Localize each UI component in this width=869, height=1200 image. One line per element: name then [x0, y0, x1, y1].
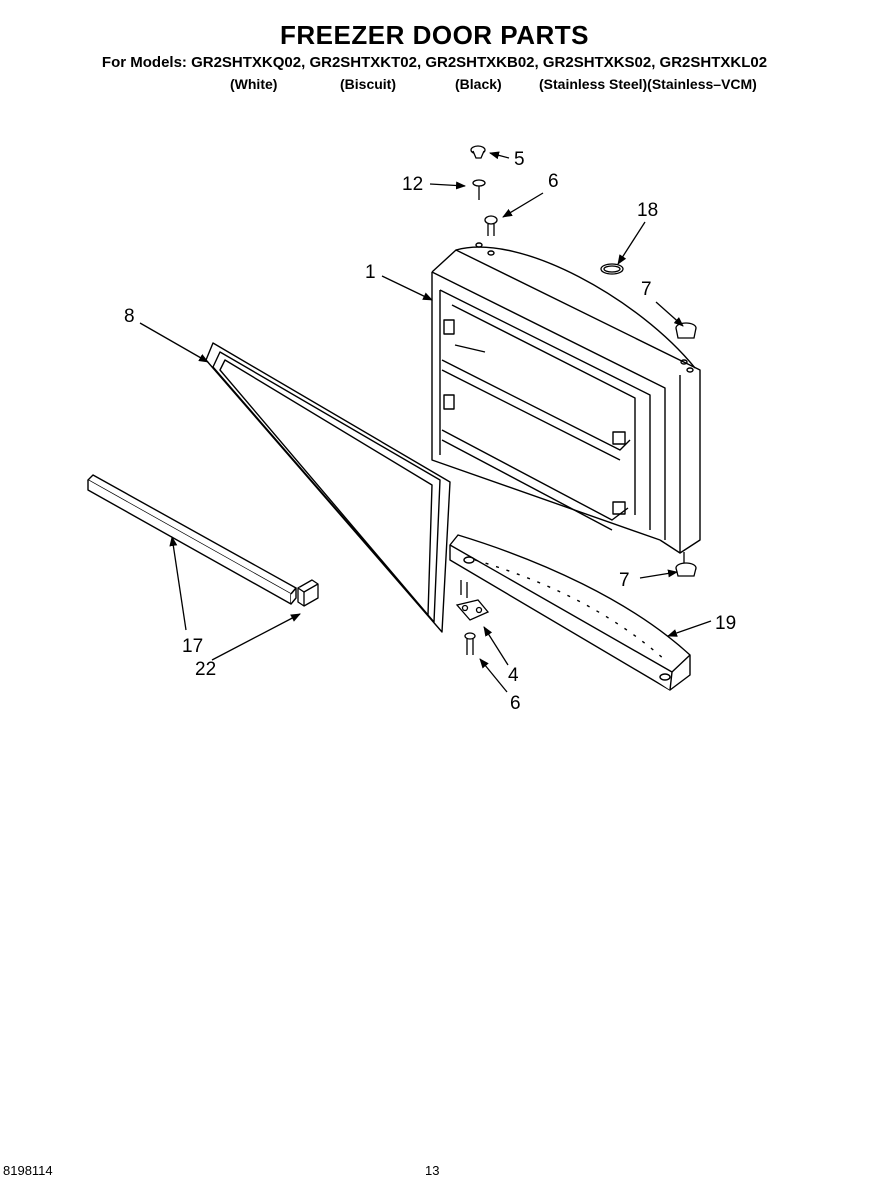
callout-6-top: 6 — [548, 171, 559, 192]
screw-part — [464, 145, 697, 655]
variant-stainless: (Stainless Steel)(Stainless–VCM) — [539, 76, 757, 92]
variant-black: (Black) — [455, 76, 502, 92]
end-cap-part — [297, 579, 319, 607]
callout-4: 4 — [508, 665, 519, 686]
callout-17: 17 — [182, 636, 203, 657]
callout-12: 12 — [402, 174, 423, 195]
callout-18: 18 — [637, 200, 658, 221]
callout-1: 1 — [365, 262, 376, 283]
callout-6-bottom: 6 — [510, 693, 521, 714]
callout-5: 5 — [514, 149, 525, 170]
callout-7-top: 7 — [641, 279, 652, 300]
callout-7-bottom: 7 — [619, 570, 630, 591]
variant-biscuit: (Biscuit) — [340, 76, 396, 92]
page-number: 13 — [425, 1163, 440, 1178]
door-gasket-part — [205, 342, 451, 633]
callout-numbers: 5 12 6 18 1 7 8 7 19 4 6 17 22 — [124, 149, 736, 714]
doc-number: 8198114 — [3, 1163, 53, 1178]
callout-19: 19 — [715, 613, 736, 634]
page-title: FREEZER DOOR PARTS — [280, 20, 589, 50]
models-line: For Models: GR2SHTXKQ02, GR2SHTXKT02, GR… — [101, 54, 768, 71]
door-liner-part — [431, 242, 701, 554]
hinge-cover-part — [449, 534, 691, 691]
callout-8: 8 — [124, 306, 135, 327]
callout-22: 22 — [195, 659, 216, 680]
leader-lines — [139, 151, 712, 693]
variant-white: (White) — [230, 76, 278, 92]
hinge-bracket-part — [455, 580, 490, 621]
trim-strip-part — [87, 474, 297, 605]
